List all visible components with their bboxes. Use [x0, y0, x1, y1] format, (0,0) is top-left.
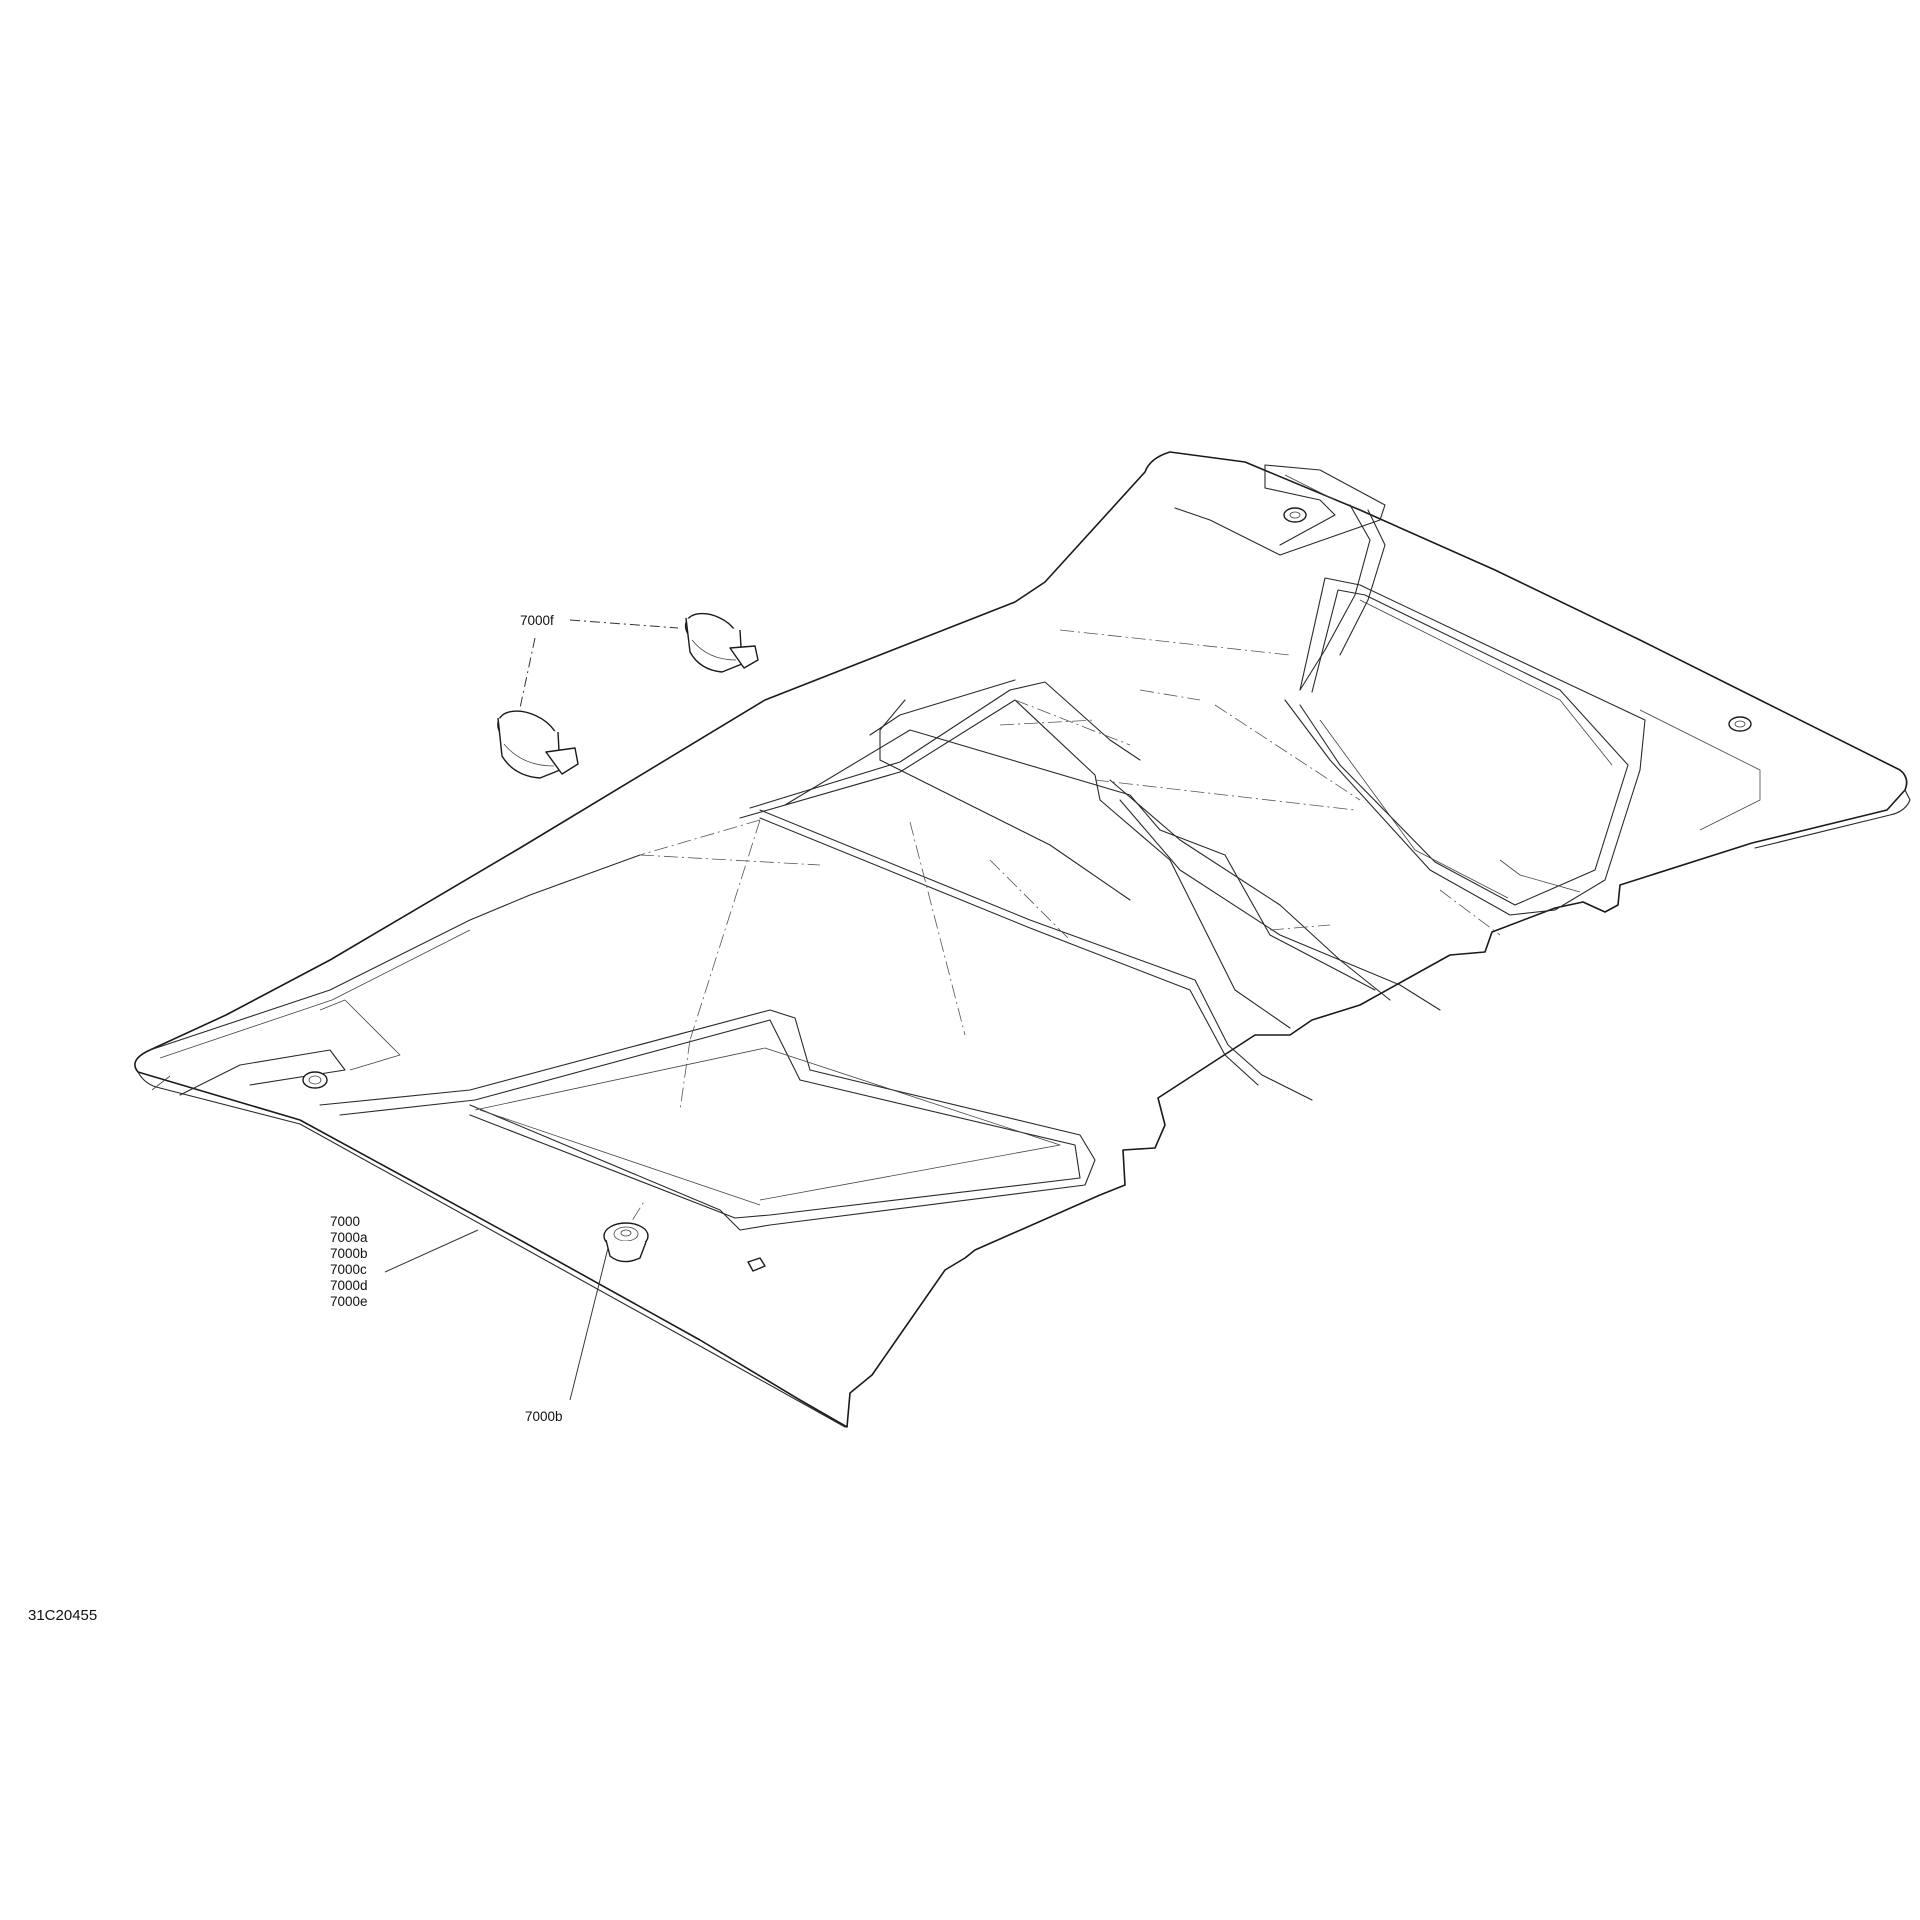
drawing-number: 31C20455 — [28, 1607, 97, 1624]
fastener-push-rivet — [603, 1222, 649, 1263]
rear-grommet — [1283, 507, 1307, 523]
callout-fastener: 7000b — [525, 1409, 563, 1424]
front-hole — [747, 1257, 766, 1272]
callout-clamp: 7000f — [520, 613, 554, 628]
right-grommet — [1728, 716, 1752, 732]
leader-panel — [384, 1229, 479, 1273]
leader-clamp-upper — [569, 619, 679, 629]
leader-clamp-lower — [519, 637, 536, 709]
callout-panel-4: 7000d — [330, 1278, 368, 1293]
roof-panel — [134, 451, 1911, 1428]
left-grommet — [302, 1071, 328, 1089]
clamp-upper — [684, 612, 759, 673]
leader-fastener — [569, 1247, 609, 1401]
callout-panel-3: 7000c — [330, 1262, 367, 1277]
callout-panel-5: 7000e — [330, 1294, 368, 1309]
callout-panel-1: 7000a — [330, 1230, 368, 1245]
callout-panel-2: 7000b — [330, 1246, 368, 1261]
callout-panel-0: 7000 — [330, 1214, 360, 1229]
clamp-lower — [497, 710, 579, 779]
